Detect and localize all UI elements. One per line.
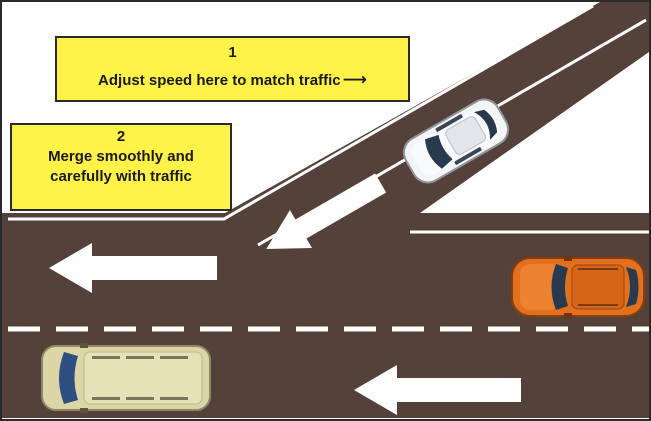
callout-2-number: 2 — [12, 128, 230, 146]
callout-2-text-line1: Merge smoothly and — [12, 147, 230, 166]
orange-car-icon — [512, 256, 644, 318]
callout-merge-smoothly: 2 Merge smoothly and carefully with traf… — [10, 123, 232, 211]
beige-van-icon — [42, 343, 210, 413]
callout-2-text-line2: carefully with traffic — [12, 167, 230, 186]
callout-1-text: Adjust speed here to match traffic — [98, 72, 341, 89]
callout-adjust-speed: 1 Adjust speed here to match traffic⟶ — [55, 36, 410, 102]
callout-1-number: 1 — [57, 44, 408, 62]
callout-1-text-line: Adjust speed here to match traffic⟶ — [57, 71, 408, 90]
arrow-right-icon: ⟶ — [343, 70, 367, 90]
